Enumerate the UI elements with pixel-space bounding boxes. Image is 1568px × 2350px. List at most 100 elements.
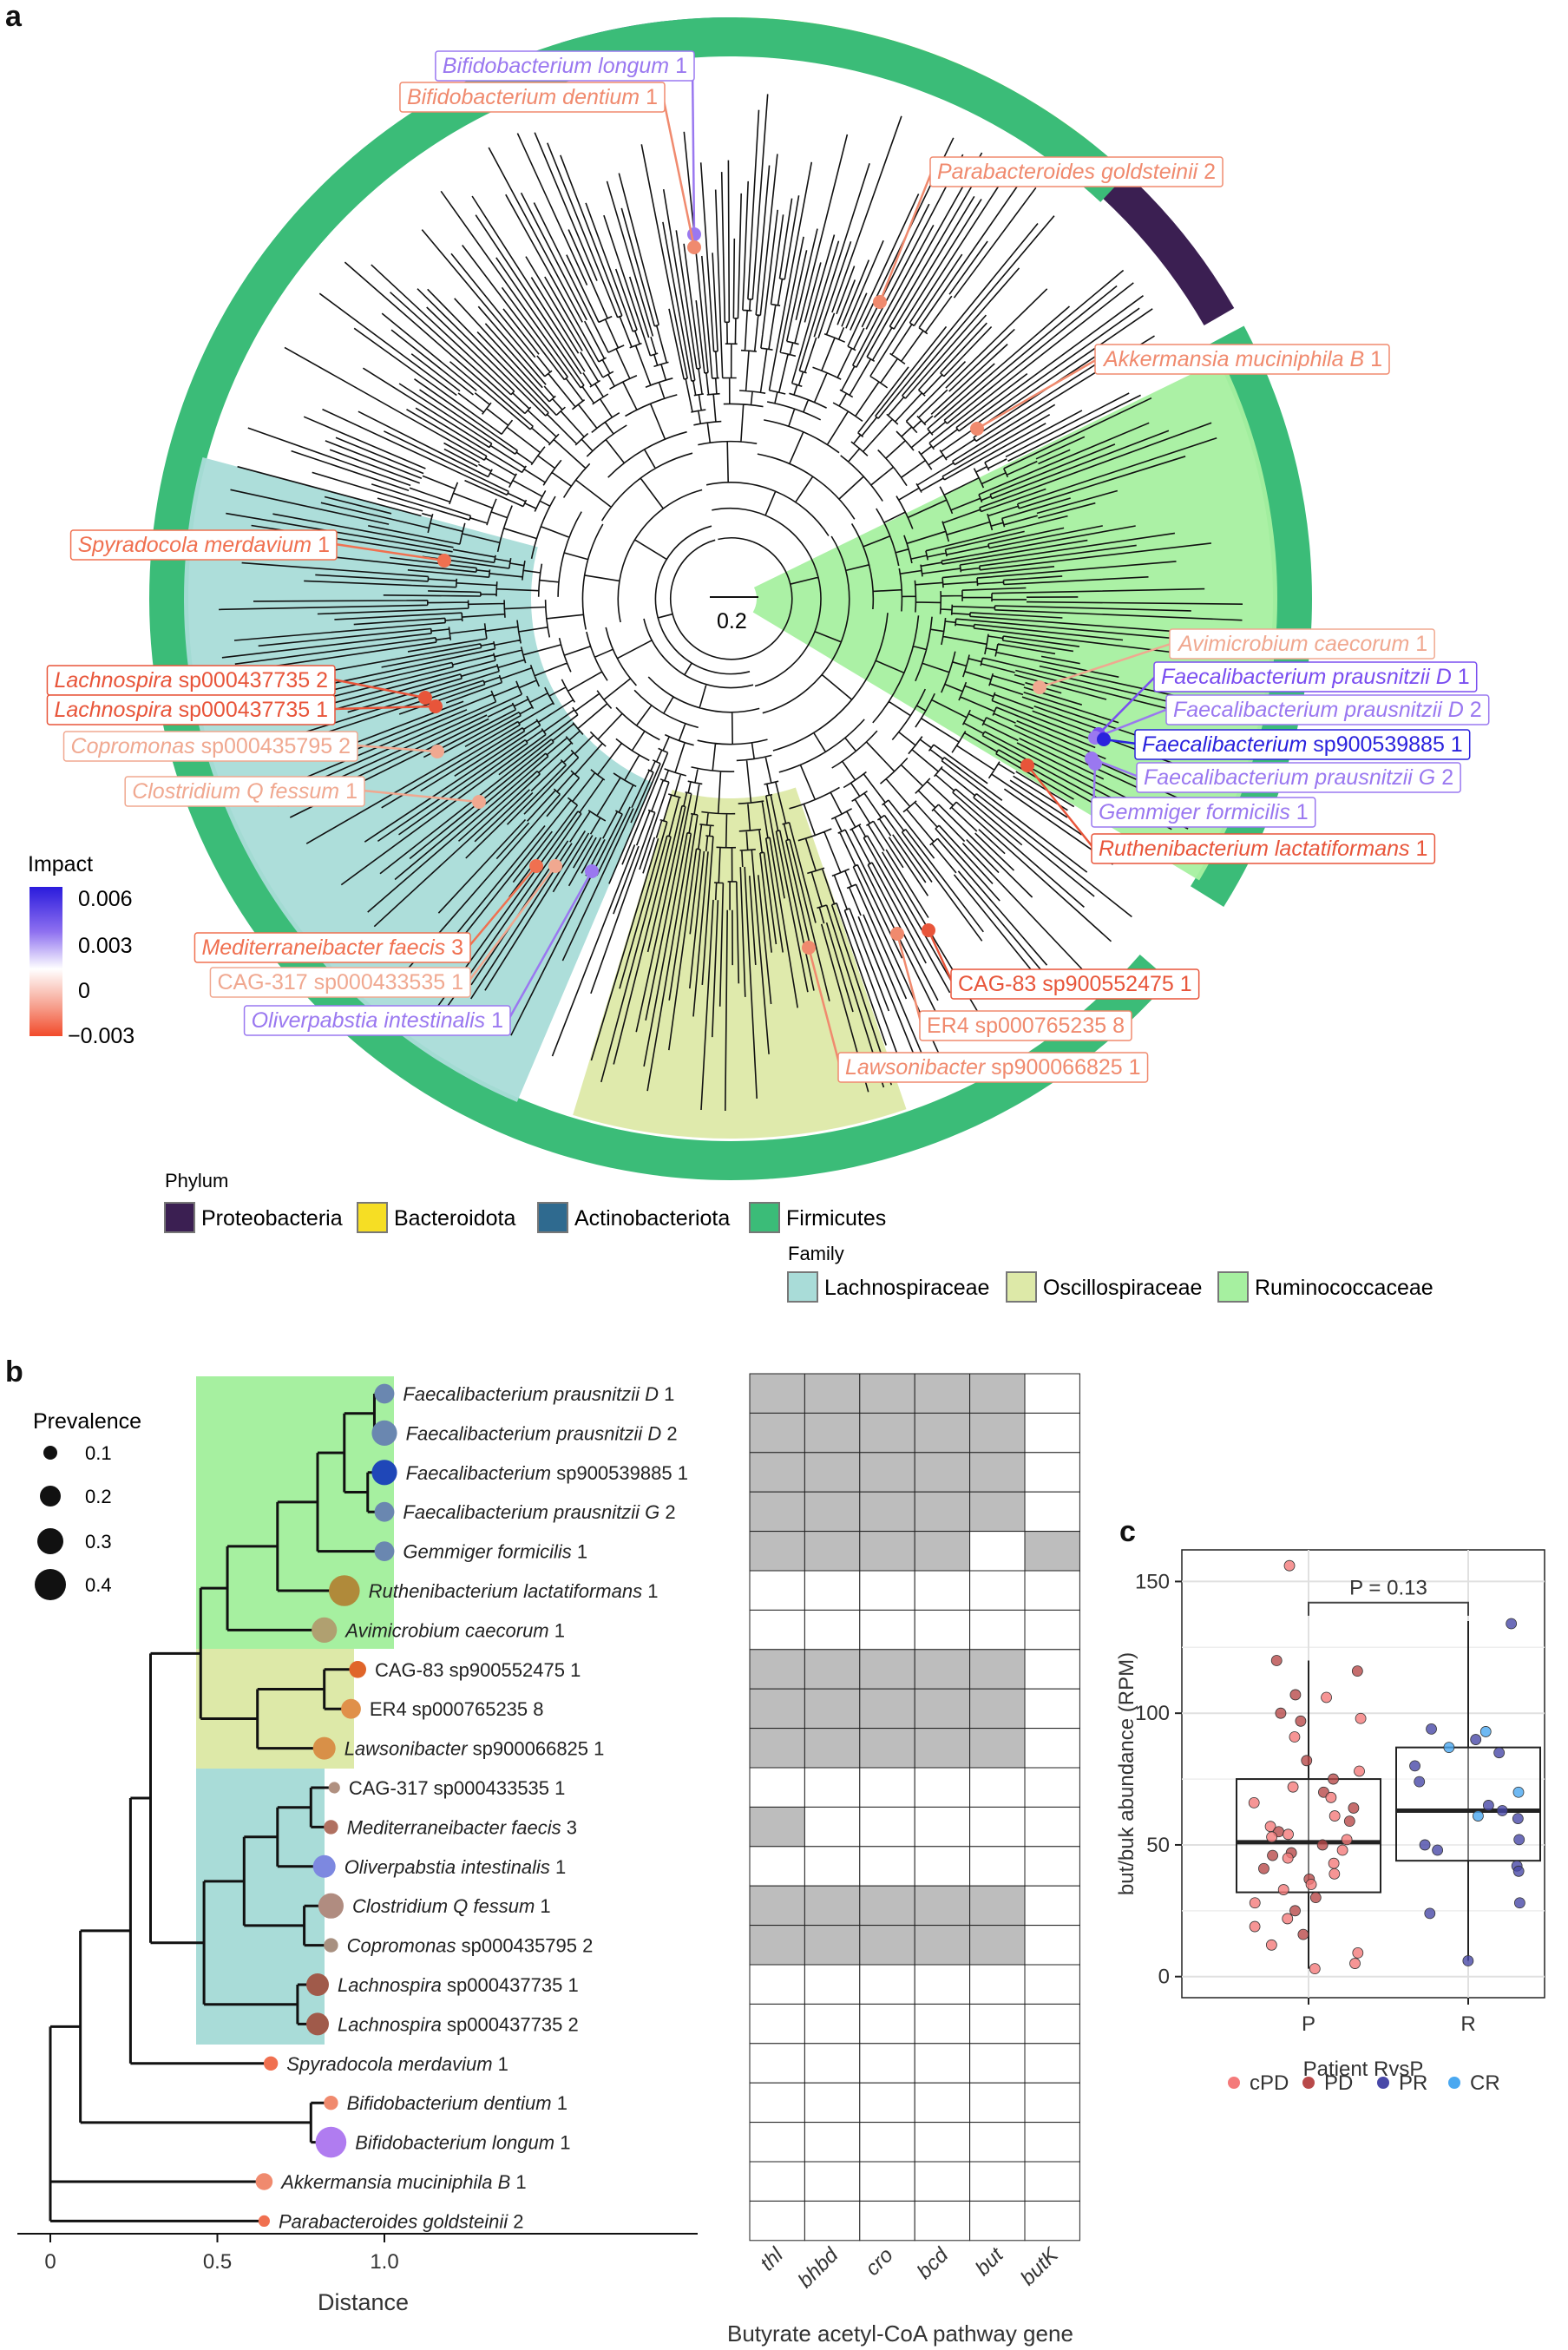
callout-box: [1134, 729, 1471, 760]
taxon-callout-label: Ruthenibacterium lactatiformans 1: [1099, 837, 1427, 861]
heatmap-cell: [859, 1885, 915, 1927]
heatmap-cell: [749, 2043, 805, 2084]
taxon-callout-label: Gemmiger formicilis 1: [1099, 800, 1309, 824]
data-point: [1512, 1813, 1524, 1825]
taxon-callout-label-suffix: sp000765235 8: [969, 1014, 1125, 1038]
significance-bracket: [1308, 1601, 1469, 1616]
distance-tick-label: 1.0: [370, 2250, 398, 2274]
heatmap-cell: [749, 1570, 805, 1611]
taxon-callout-label: Lachnospira sp000437735 1: [54, 698, 328, 722]
callout-line: [507, 870, 594, 1021]
y-tick-label: 0: [1158, 1966, 1170, 1989]
data-point: [1301, 1755, 1313, 1767]
heatmap-cell: [749, 1609, 805, 1651]
taxon-callout-label-genus: Clostridium Q fessum: [132, 779, 339, 804]
data-point: [1249, 1920, 1261, 1933]
heatmap-cell: [804, 2082, 861, 2124]
tip-label: Copromonas sp000435795 2: [347, 1935, 594, 1957]
heatmap-cell: [914, 1964, 971, 2005]
tip-label-suffix: sp000433535 1: [429, 1777, 566, 1799]
tip-label-suffix: sp000437735 2: [442, 2013, 579, 2035]
heatmap-cell: [859, 2122, 915, 2163]
y-axis-label: but/buk abundance (RPM): [1115, 1652, 1138, 1895]
heatmap-cell: [914, 1373, 971, 1414]
heatmap-cell: [1024, 1964, 1080, 2005]
tip-label-suffix: 1: [554, 2132, 570, 2154]
tip-label: Akkermansia muciniphila B 1: [279, 2171, 526, 2193]
taxon-callout-label: Bifidobacterium longum 1: [443, 54, 687, 78]
family-label: Ruminococcaceae: [1255, 1276, 1434, 1300]
data-point: [1479, 1726, 1492, 1737]
taxon-point: [529, 859, 543, 873]
taxon-callout-label-genus: Bifidobacterium dentium: [407, 85, 640, 109]
heatmap-cell: [914, 1885, 971, 1927]
heatmap-cell: [1024, 1412, 1080, 1454]
heatmap-cell: [914, 1767, 971, 1808]
phylum-label: Firmicutes: [786, 1206, 886, 1231]
x-tick-label: P: [1302, 2012, 1315, 2036]
tip-label: Lachnospira sp000437735 2: [338, 2013, 579, 2035]
tip-prevalence-dot: [258, 2215, 270, 2227]
callout-box: [194, 932, 471, 963]
data-point: [1325, 1791, 1337, 1803]
taxon-callout-label-suffix: 2: [1435, 765, 1453, 790]
data-point: [1266, 1831, 1277, 1843]
heatmap-cell: [1024, 1649, 1080, 1690]
taxon-callout-label-suffix: sp000437735 2: [173, 668, 328, 693]
heatmap-cell: [969, 2003, 1026, 2045]
callout-line: [355, 744, 438, 753]
tip-label-genus: Spyradocola merdavium: [286, 2053, 492, 2075]
heatmap-cell: [749, 2003, 805, 2045]
taxon-callout-label: Spyradocola merdavium 1: [78, 533, 330, 557]
heatmap-cell: [859, 1373, 915, 1414]
taxon-callout-label: Lawsonibacter sp900066825 1: [845, 1055, 1141, 1080]
callout-box: [435, 50, 695, 82]
heatmap-cell: [1024, 1570, 1080, 1611]
data-point: [1309, 1963, 1321, 1975]
callout-box: [1091, 833, 1436, 864]
tip-label: CAG-317 sp000433535 1: [349, 1777, 566, 1799]
heatmap-cell: [969, 1728, 1026, 1769]
p-value-annotation: P = 0.13: [1349, 1577, 1427, 1600]
heatmap-cell: [859, 2043, 915, 2084]
heatmap-cell: [859, 2161, 915, 2202]
taxon-callout-label: ER4 sp000765235 8: [927, 1014, 1125, 1038]
gene-label: cro: [861, 2243, 898, 2281]
taxon-point: [472, 795, 486, 809]
taxon-callout-label-genus: Akkermansia muciniphila B: [1102, 347, 1364, 371]
taxon-point: [873, 295, 887, 309]
taxon-callout-label-suffix: sp000437735 1: [173, 698, 328, 722]
taxon-callout-label-genus: CAG-317: [217, 970, 307, 994]
callout-line: [927, 929, 955, 984]
callout-line: [334, 542, 445, 562]
tip-label-suffix: sp900539885 1: [551, 1462, 688, 1484]
heatmap-cell: [914, 1531, 971, 1572]
heatmap-cell: [804, 1846, 861, 1887]
data-point: [1289, 1731, 1301, 1743]
prevalence-legend-value: 0.2: [85, 1486, 112, 1507]
tip-label-genus: Clostridium Q fessum: [352, 1895, 535, 1917]
data-point: [1512, 1865, 1525, 1877]
taxon-callouts: Bifidobacterium longum 1 Bifidobacterium …: [46, 50, 1490, 1083]
heatmap-cell: [804, 1609, 861, 1651]
heatmap-cell: [969, 1452, 1026, 1493]
taxon-callout-label-suffix: sp900066825 1: [985, 1055, 1140, 1080]
taxon-callout-label-suffix: sp900552475 1: [1036, 972, 1191, 996]
tip-label-genus: Lawsonibacter: [344, 1738, 469, 1760]
gene-label: but: [971, 2242, 1009, 2281]
heatmap-cell: [749, 1846, 805, 1887]
legend-label: cPD: [1250, 2071, 1289, 2095]
taxon-callout-label: Akkermansia muciniphila B 1: [1102, 347, 1382, 371]
heatmap-cell: [859, 1649, 915, 1690]
taxon-point: [437, 554, 451, 568]
heatmap-cell: [1024, 1806, 1080, 1848]
tip-label-suffix: 2: [661, 1422, 677, 1444]
box-iqr: [1236, 1778, 1381, 1894]
taxon-point: [548, 859, 562, 873]
taxon-callout-label: Avimicrobium caecorum 1: [1177, 632, 1427, 656]
taxon-callout-label: Faecalibacterium prausnitzii G 2: [1144, 765, 1453, 790]
tip-label-genus: Parabacteroides goldsteinii: [279, 2210, 508, 2232]
heatmap-cell: [749, 1452, 805, 1493]
